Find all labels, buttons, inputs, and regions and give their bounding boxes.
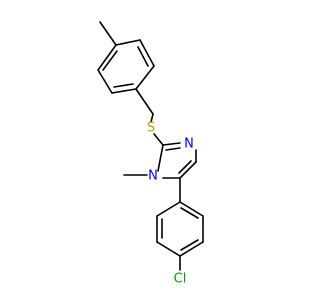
aromatic-bond bbox=[178, 160, 192, 174]
atom-nitrogen-n1-label: N bbox=[148, 169, 158, 184]
bond bbox=[156, 201, 181, 217]
bond bbox=[179, 241, 204, 257]
atom-sulfur-label: S bbox=[147, 121, 155, 136]
tolyl-ring bbox=[97, 39, 155, 94]
imidazole-ring bbox=[157, 142, 197, 179]
atom-nitrogen-n3-label: N bbox=[184, 137, 194, 152]
bond-ch2-s bbox=[150, 113, 154, 123]
aromatic-bond bbox=[180, 239, 199, 251]
aromatic-bond bbox=[137, 46, 149, 67]
bond bbox=[156, 241, 181, 257]
atom-chlorine-label: Cl bbox=[174, 272, 187, 287]
bond bbox=[179, 201, 204, 217]
bond-ring-ch2 bbox=[135, 88, 154, 115]
molecule-structure-diagram: S N N Cl bbox=[97, 21, 204, 287]
bond-s-c2 bbox=[153, 133, 164, 146]
aromatic-bond bbox=[113, 83, 134, 88]
bond bbox=[97, 69, 113, 94]
bond bbox=[139, 39, 155, 67]
bond bbox=[135, 65, 155, 90]
aromatic-bond bbox=[165, 147, 181, 151]
aromatic-bond bbox=[180, 207, 199, 219]
bond bbox=[157, 144, 164, 172]
bond bbox=[97, 44, 117, 71]
bond bbox=[179, 161, 197, 179]
chlorophenyl-ring bbox=[156, 201, 204, 257]
bond bbox=[162, 142, 181, 146]
bond bbox=[111, 88, 137, 94]
bond-methyl-tolyl bbox=[99, 21, 117, 46]
bond bbox=[115, 39, 141, 46]
aromatic-bond bbox=[102, 50, 118, 71]
